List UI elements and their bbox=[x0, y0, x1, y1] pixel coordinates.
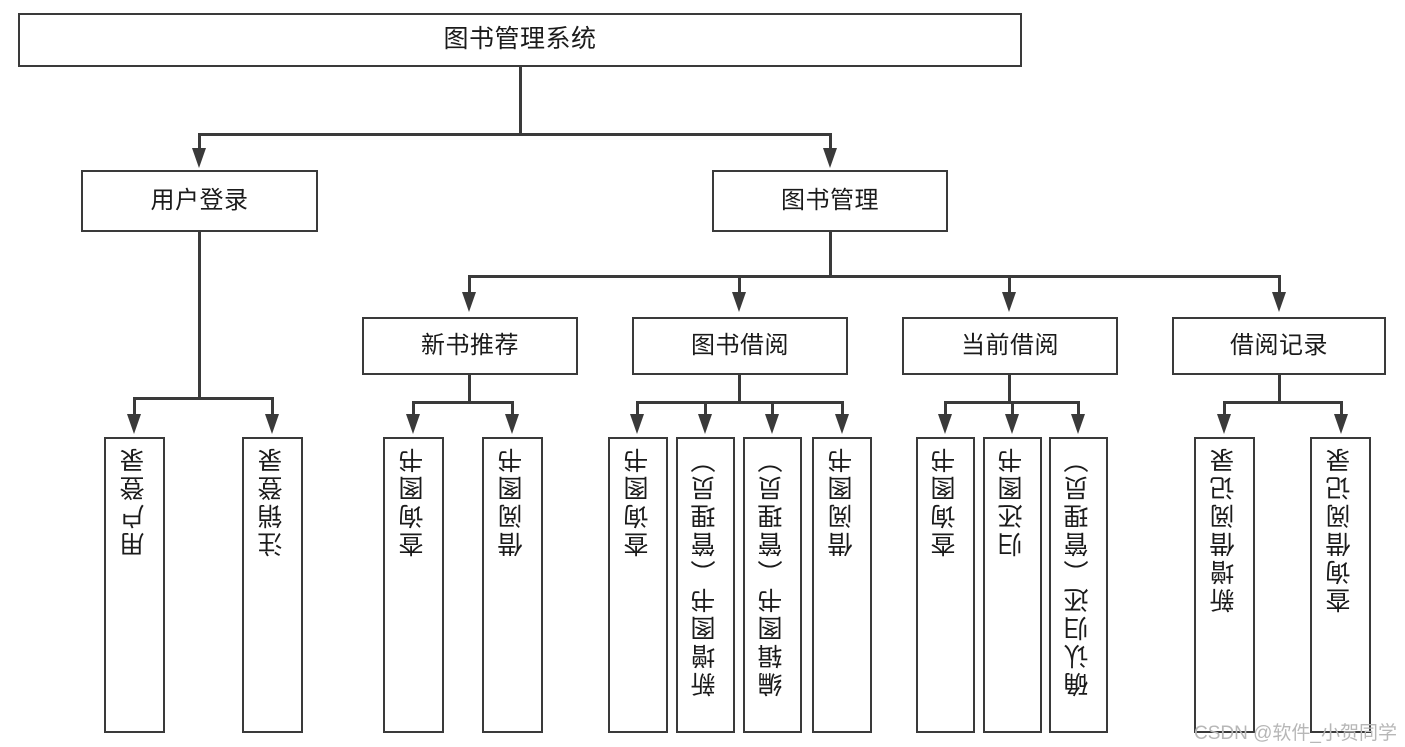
connector-current-to-leaf-2 bbox=[1011, 401, 1014, 417]
connector-book-manage-to-recommend bbox=[468, 275, 471, 295]
node-label: 查询借阅记录 bbox=[1326, 445, 1355, 613]
connector-borrow-to-leaf-3 bbox=[771, 401, 774, 417]
node-leaf-add-borrow-record[interactable]: 新增借阅记录 bbox=[1194, 437, 1255, 733]
connector-book-manage-to-current bbox=[1008, 275, 1011, 295]
node-leaf-query-book-borrow[interactable]: 查询图书 bbox=[608, 437, 668, 733]
arrowhead-user-login-to-leaf-1 bbox=[127, 414, 141, 434]
node-leaf-edit-book[interactable]: 编辑图书（管理员） bbox=[743, 437, 802, 733]
connector-record-to-leaf-2 bbox=[1340, 401, 1343, 417]
node-label: 新书推荐 bbox=[421, 332, 519, 359]
arrowhead-current-to-leaf-3 bbox=[1071, 414, 1085, 434]
connector-root-to-user-login bbox=[198, 133, 201, 151]
connector-borrow-stem bbox=[738, 375, 741, 403]
node-current-borrow[interactable]: 当前借阅 bbox=[902, 317, 1118, 375]
connector-user-login-stem bbox=[198, 232, 201, 399]
arrowhead-book-manage-to-current bbox=[1002, 292, 1016, 312]
connector-recommend-to-leaf-2 bbox=[511, 401, 514, 417]
node-label: 借阅图书 bbox=[498, 445, 527, 557]
connector-borrow-to-leaf-2 bbox=[704, 401, 707, 417]
arrowhead-root-to-book-manage bbox=[823, 148, 837, 168]
arrowhead-recommend-to-leaf-2 bbox=[505, 414, 519, 434]
connector-record-stem bbox=[1278, 375, 1281, 403]
connector-recommend-bus bbox=[412, 401, 513, 404]
connector-user-login-to-leaf-1 bbox=[133, 397, 136, 417]
connector-borrow-to-leaf-4 bbox=[841, 401, 844, 417]
node-label: 查询图书 bbox=[399, 445, 428, 557]
arrowhead-borrow-to-leaf-4 bbox=[835, 414, 849, 434]
connector-borrow-bus bbox=[636, 401, 843, 404]
node-label: 新增图书（管理员） bbox=[691, 445, 720, 697]
node-label: 编辑图书（管理员） bbox=[758, 445, 787, 697]
connector-record-to-leaf-1 bbox=[1223, 401, 1226, 417]
node-leaf-borrow-book[interactable]: 借阅图书 bbox=[812, 437, 872, 733]
connector-book-manage-bus bbox=[468, 275, 1280, 278]
arrowhead-borrow-to-leaf-3 bbox=[765, 414, 779, 434]
csdn-watermark: CSDN @软件_小贺同学 bbox=[1194, 723, 1397, 744]
node-user-login[interactable]: 用户登录 bbox=[81, 170, 318, 232]
node-label: 注销登录 bbox=[258, 445, 287, 557]
arrowhead-recommend-to-leaf-1 bbox=[406, 414, 420, 434]
node-label: 图书借阅 bbox=[691, 332, 789, 359]
node-label: 借阅记录 bbox=[1230, 332, 1328, 359]
connector-user-login-to-leaf-2 bbox=[271, 397, 274, 417]
connector-current-to-leaf-1 bbox=[944, 401, 947, 417]
node-label: 借阅图书 bbox=[827, 445, 856, 557]
node-label: 当前借阅 bbox=[961, 332, 1059, 359]
node-book-borrow[interactable]: 图书借阅 bbox=[632, 317, 848, 375]
node-leaf-query-book-recommend[interactable]: 查询图书 bbox=[383, 437, 444, 733]
arrowhead-record-to-leaf-2 bbox=[1334, 414, 1348, 434]
connector-root-to-book-manage bbox=[829, 133, 832, 151]
node-label: 查询图书 bbox=[931, 445, 960, 557]
node-leaf-return-book[interactable]: 归还图书 bbox=[983, 437, 1042, 733]
arrowhead-book-manage-to-recommend bbox=[462, 292, 476, 312]
node-leaf-query-book-current[interactable]: 查询图书 bbox=[916, 437, 975, 733]
connector-record-bus bbox=[1223, 401, 1342, 404]
connector-user-login-bus bbox=[133, 397, 273, 400]
node-label: 归还图书 bbox=[998, 445, 1027, 557]
connector-current-to-leaf-3 bbox=[1077, 401, 1080, 417]
node-label: 新增借阅记录 bbox=[1210, 445, 1239, 613]
arrowhead-user-login-to-leaf-2 bbox=[265, 414, 279, 434]
arrowhead-book-manage-to-record bbox=[1272, 292, 1286, 312]
node-leaf-borrow-book-recommend[interactable]: 借阅图书 bbox=[482, 437, 543, 733]
arrowhead-current-to-leaf-1 bbox=[938, 414, 952, 434]
arrowhead-borrow-to-leaf-1 bbox=[630, 414, 644, 434]
connector-book-manage-to-borrow bbox=[738, 275, 741, 295]
node-leaf-user-login[interactable]: 用户登录 bbox=[104, 437, 165, 733]
node-leaf-query-borrow-record[interactable]: 查询借阅记录 bbox=[1310, 437, 1371, 733]
node-label: 图书管理系统 bbox=[443, 25, 597, 54]
connector-recommend-to-leaf-1 bbox=[412, 401, 415, 417]
node-new-book-recommend[interactable]: 新书推荐 bbox=[362, 317, 578, 375]
connector-root-bus bbox=[198, 133, 831, 136]
node-label: 确认归还（管理员） bbox=[1064, 445, 1093, 697]
arrowhead-root-to-user-login bbox=[192, 148, 206, 168]
arrowhead-record-to-leaf-1 bbox=[1217, 414, 1231, 434]
node-label: 图书管理 bbox=[781, 187, 879, 214]
node-root-system[interactable]: 图书管理系统 bbox=[18, 13, 1022, 67]
arrowhead-book-manage-to-borrow bbox=[732, 292, 746, 312]
node-label: 用户登录 bbox=[120, 445, 149, 557]
connector-current-stem bbox=[1008, 375, 1011, 403]
connector-borrow-to-leaf-1 bbox=[636, 401, 639, 417]
connector-book-manage-to-record bbox=[1278, 275, 1281, 295]
node-leaf-add-book[interactable]: 新增图书（管理员） bbox=[676, 437, 735, 733]
node-borrow-record[interactable]: 借阅记录 bbox=[1172, 317, 1386, 375]
connector-recommend-stem bbox=[468, 375, 471, 403]
arrowhead-borrow-to-leaf-2 bbox=[698, 414, 712, 434]
node-leaf-user-logout[interactable]: 注销登录 bbox=[242, 437, 303, 733]
connector-root-stem bbox=[519, 67, 522, 134]
node-book-manage[interactable]: 图书管理 bbox=[712, 170, 948, 232]
node-label: 用户登录 bbox=[150, 187, 249, 214]
node-leaf-confirm-return[interactable]: 确认归还（管理员） bbox=[1049, 437, 1108, 733]
connector-book-manage-stem bbox=[829, 232, 832, 277]
node-label: 查询图书 bbox=[623, 445, 652, 557]
arrowhead-current-to-leaf-2 bbox=[1005, 414, 1019, 434]
